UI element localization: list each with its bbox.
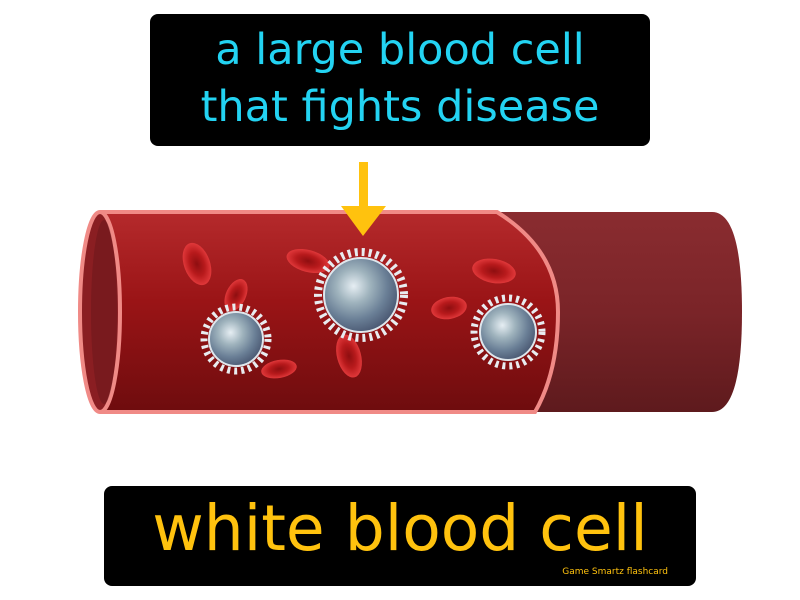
white-blood-cell	[470, 294, 546, 370]
term-title: white blood cell	[152, 492, 648, 565]
definition-line-2: that fights disease	[200, 82, 600, 132]
red-blood-cell	[431, 296, 467, 320]
vessel-opening	[78, 210, 122, 414]
definition-line-1: a large blood cell	[215, 25, 585, 75]
red-blood-cell	[286, 248, 330, 274]
red-blood-cell	[182, 242, 212, 286]
white-blood-cells	[200, 248, 546, 375]
white-blood-cell	[314, 248, 408, 342]
brand-label: Game Smartz flashcard	[562, 567, 668, 577]
red-blood-cell	[224, 279, 248, 311]
red-blood-cell	[336, 334, 362, 378]
red-blood-cell	[472, 258, 516, 284]
term-box: white blood cell Game Smartz flashcard	[104, 486, 696, 586]
definition-box: a large blood cell that fights disease	[150, 14, 650, 146]
red-blood-cells	[182, 242, 516, 379]
vessel-opening-shadow	[91, 220, 117, 404]
down-arrow-icon	[341, 162, 386, 236]
blood-vessel-illustration	[78, 162, 742, 414]
red-blood-cell	[261, 359, 297, 379]
vessel-cut-edge	[100, 210, 561, 414]
white-blood-cell	[200, 303, 272, 375]
